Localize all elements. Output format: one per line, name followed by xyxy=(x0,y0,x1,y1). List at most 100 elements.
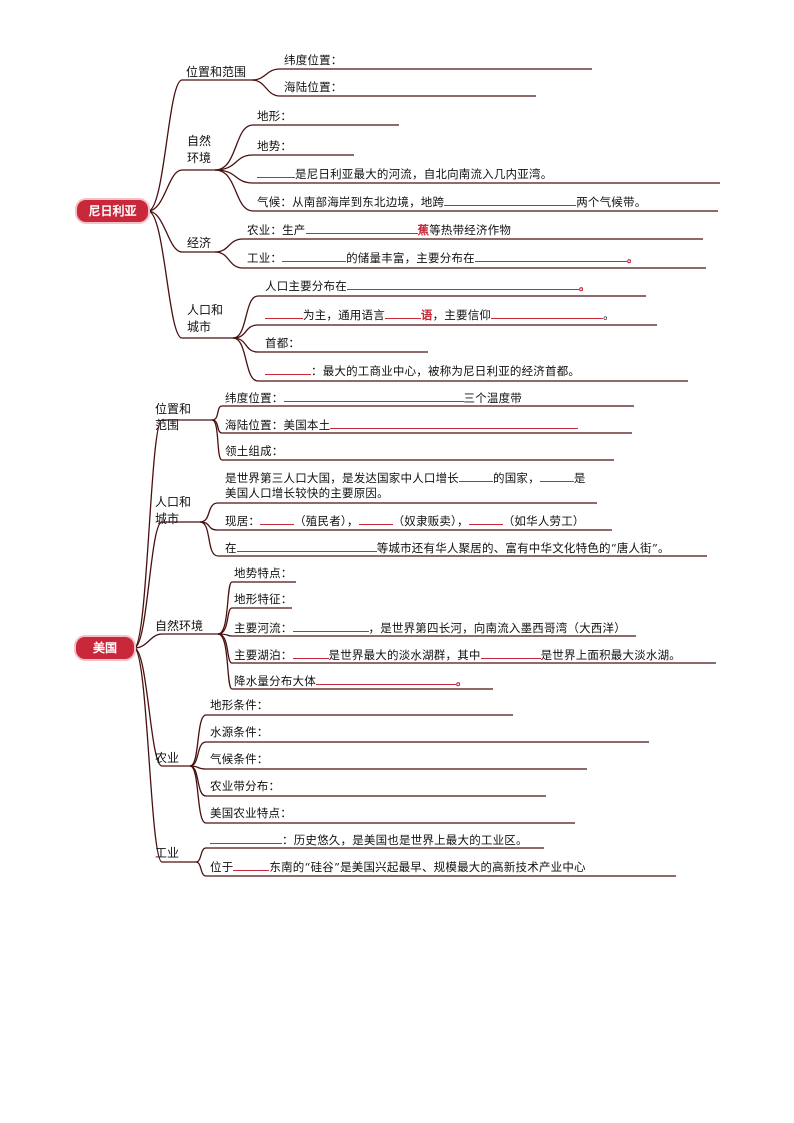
ng-population-label: 人口和 城市 xyxy=(187,302,223,336)
us-chinatown-text: 在 等城市还有华人聚居的、富有中华文化特色的“唐人街”。 xyxy=(225,540,670,555)
us-silicon-valley-text: 位于东南的“硅谷”是美国兴起最早、规模最大的高新技术产业中心 xyxy=(210,859,586,874)
blank[interactable] xyxy=(384,307,421,319)
ng-lang-text: 为主，通用语言 语，主要信仰 。 xyxy=(265,307,615,322)
us-pop-l1-c: 是 xyxy=(573,471,586,485)
nigeria-root-node[interactable]: 尼日利亚 xyxy=(77,200,148,222)
ng-climate-a: 气候：从南部海岸到东北边境，地跨 xyxy=(257,195,445,209)
us-river-a: 主要河流： xyxy=(234,621,293,635)
us-china-b: 等城市还有华人聚居的、富有中华文化特色的“唐人街”。 xyxy=(376,541,670,555)
us-territory-text: 领土组成： xyxy=(225,444,284,458)
us-now-d: （如华人劳工） xyxy=(502,514,585,528)
usa-root-node[interactable]: 美国 xyxy=(76,637,134,659)
ng-econ-cap-desc: ：最大的工商业中心，被称为尼日利亚的经济首都。 xyxy=(311,364,581,378)
blank[interactable] xyxy=(233,859,270,871)
ng-terrain-text: 地形： xyxy=(257,109,293,123)
us-residents-text: 现居：（殖民者），（奴隶贩卖），（如华人劳工） xyxy=(225,513,585,528)
us-location-label: 位置和 范围 xyxy=(155,401,191,433)
connector-ng-location xyxy=(147,79,252,212)
ng-capital-text: 首都： xyxy=(265,336,301,350)
blank[interactable] xyxy=(480,647,541,659)
blank[interactable] xyxy=(265,307,303,319)
us-industry-zone-text: ：历史悠久，是美国也是世界上最大的工业区。 xyxy=(210,832,528,847)
us-terrain-text: 地形特征： xyxy=(234,592,293,606)
blank[interactable] xyxy=(282,250,347,262)
us-pop-l1-a: 是世界第三人口大国，是发达国家中人口增长 xyxy=(225,471,459,485)
ng-nature-label-line1: 自然 xyxy=(187,134,212,148)
ng-latitude-text: 纬度位置： xyxy=(284,53,343,67)
connector-us-population xyxy=(133,521,200,649)
us-valley-b: 东南的“硅谷”是美国兴起最早、规模最大的高新技术产业中心 xyxy=(269,860,586,874)
connector-ng-population xyxy=(147,210,233,339)
us-latitude-text: 纬度位置： 三个温度带 xyxy=(225,390,522,405)
ng-economy-label: 经济 xyxy=(187,236,212,250)
blank[interactable] xyxy=(444,194,577,206)
ng-econ-capital-text: ：最大的工商业中心，被称为尼日利亚的经济首都。 xyxy=(265,363,580,378)
ng-lang-a: 为主，通用语言 xyxy=(303,308,385,322)
blank[interactable] xyxy=(305,222,418,234)
us-population-label: 人口和 城市 xyxy=(155,494,191,528)
blank[interactable] xyxy=(491,307,604,319)
ng-dist-a: 人口主要分布在 xyxy=(265,279,347,293)
blank[interactable] xyxy=(292,620,369,632)
us-rain-b: 。 xyxy=(455,674,468,688)
us-agri-climate-text: 气候条件： xyxy=(210,752,269,766)
ng-agri-text: 农业：生产蕉等热带经济作物 xyxy=(247,222,511,237)
us-river-text: 主要河流： ，是世界第四长河，向南流入墨西哥湾（大西洋） xyxy=(234,620,626,635)
ng-ind-c: 。 xyxy=(626,251,639,265)
us-pop-label-line2: 城市 xyxy=(155,512,180,526)
blank[interactable] xyxy=(330,417,579,429)
connector-us-nature xyxy=(133,633,218,649)
blank[interactable] xyxy=(358,513,393,525)
us-lat-a: 纬度位置： xyxy=(225,391,284,405)
connector-us-agriculture xyxy=(133,647,190,767)
blank[interactable] xyxy=(257,166,295,178)
blank[interactable] xyxy=(260,513,295,525)
blank[interactable] xyxy=(315,673,456,685)
ng-river-desc: 是尼日利亚最大的河流，自北向南流入几内亚湾。 xyxy=(295,167,553,181)
us-lake-c: 是世界上面积最大淡水湖。 xyxy=(540,648,682,662)
us-loc-label-line2: 范围 xyxy=(155,418,180,432)
us-lake-b: 是世界最大的淡水湖群，其中 xyxy=(328,648,481,662)
blank[interactable] xyxy=(236,540,377,552)
us-agri-belt-text: 农业带分布： xyxy=(210,779,281,793)
ng-agri-b: 等热带经济作物 xyxy=(429,223,512,237)
us-pop-line2-text: 美国人口增长较快的主要原因。 xyxy=(225,486,389,500)
blank[interactable] xyxy=(265,363,311,375)
connector-us-location xyxy=(133,419,212,649)
ng-lang-c: 。 xyxy=(603,308,615,322)
us-pop-l1-b: 的国家， xyxy=(493,471,540,485)
us-agri-feature-text: 美国农业特点： xyxy=(210,806,292,820)
blank[interactable] xyxy=(468,513,503,525)
us-industry-label: 工业 xyxy=(155,846,180,860)
ng-lang-red: 语 xyxy=(420,308,433,322)
us-slope-text: 地势特点： xyxy=(234,566,293,580)
ng-nature-label-line2: 环境 xyxy=(187,151,212,165)
ng-dist-b: 。 xyxy=(578,279,591,293)
connector-us-industry xyxy=(133,647,196,863)
ng-nature-label: 自然 环境 xyxy=(187,133,211,167)
connector-ng-economy xyxy=(147,210,215,253)
blank[interactable] xyxy=(283,390,464,402)
ng-climate-text: 气候：从南部海岸到东北边境，地跨两个气候带。 xyxy=(257,194,646,209)
us-river-b: ，是世界第四长河，向南流入墨西哥湾（大西洋） xyxy=(368,621,626,635)
us-lat-b: 三个温度带 xyxy=(463,391,522,405)
us-zone-desc: ：历史悠久，是美国也是世界上最大的工业区。 xyxy=(282,833,528,847)
us-agri-water-text: 水源条件： xyxy=(210,725,269,739)
us-agriculture-label: 农业 xyxy=(155,751,180,765)
blank[interactable] xyxy=(539,470,574,482)
us-now-c: （奴隶贩卖）， xyxy=(392,514,469,528)
ng-river-text: 是尼日利亚最大的河流，自北向南流入几内亚湾。 xyxy=(257,166,552,181)
ng-agri-red: 蕉 xyxy=(417,223,430,237)
blank[interactable] xyxy=(292,647,329,659)
blank[interactable] xyxy=(346,278,579,290)
ng-industry-text: 工业：的储量丰富，主要分布在。 xyxy=(247,250,639,265)
us-rain-a: 降水量分布大体 xyxy=(234,674,316,688)
blank[interactable] xyxy=(459,470,493,482)
blank[interactable] xyxy=(210,832,282,844)
us-china-a: 在 xyxy=(225,541,237,555)
ng-pop-label-line2: 城市 xyxy=(187,320,212,334)
blank[interactable] xyxy=(474,250,627,262)
ng-lang-b: ，主要信仰 xyxy=(432,308,492,322)
us-pop-line1-text: 是世界第三人口大国，是发达国家中人口增长 的国家， 是 xyxy=(225,470,586,485)
